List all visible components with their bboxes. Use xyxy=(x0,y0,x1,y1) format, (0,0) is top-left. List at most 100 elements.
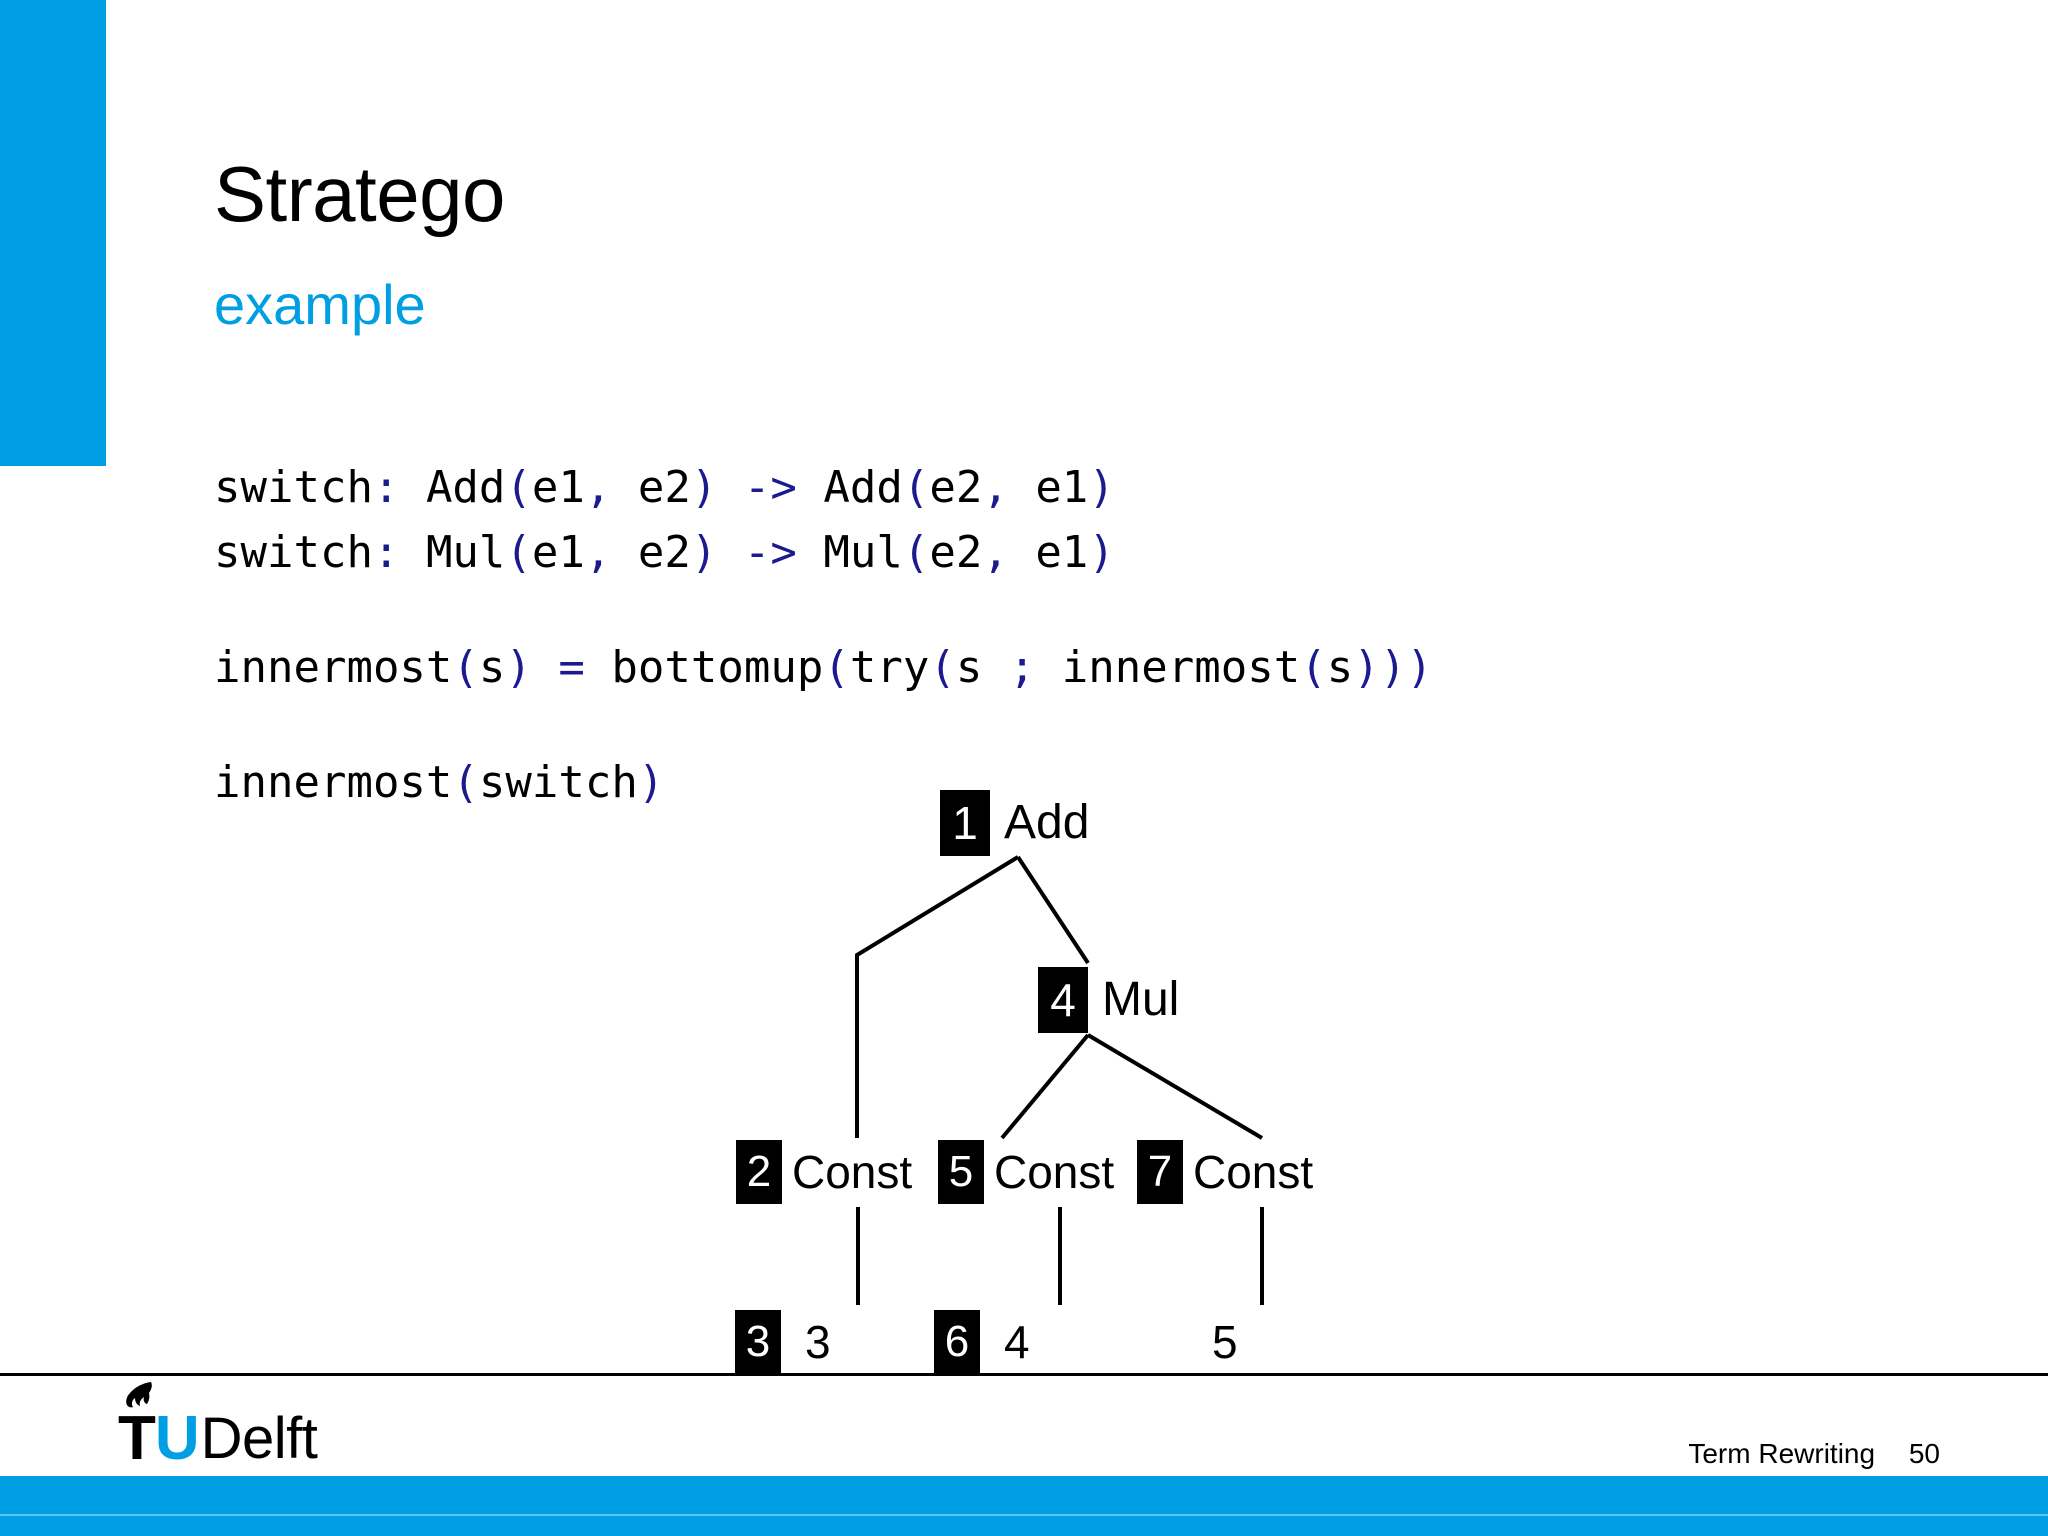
footer-section: Term Rewriting xyxy=(1688,1438,1876,1469)
code-token: e2 xyxy=(611,527,691,578)
tree-node-add: 1 Add xyxy=(940,790,1089,856)
code-token: e2 xyxy=(929,527,983,578)
code-token: innermost xyxy=(214,757,453,808)
tree-node-label: Add xyxy=(1004,796,1090,849)
code-token: , xyxy=(584,527,612,578)
code-token: ) xyxy=(690,527,718,578)
tudelft-logo: TU Delft xyxy=(118,1382,318,1471)
code-token: ( xyxy=(823,642,850,693)
code-token: ( xyxy=(929,642,956,693)
tree-node-badge: 1 xyxy=(940,790,990,856)
code-line-rule-mul: switch: Mul(e1, e2) -> Mul(e2, e1) xyxy=(214,520,1433,585)
code-token: ; xyxy=(1008,642,1036,693)
tree-node-badge: 7 xyxy=(1137,1140,1183,1204)
code-token: Add xyxy=(796,462,903,513)
code-token: , xyxy=(982,462,1009,513)
tree-node-badge: 5 xyxy=(938,1140,984,1204)
tree-node-badge: 4 xyxy=(1038,967,1088,1033)
tree-edge-mul-to-const-c xyxy=(1086,1033,1264,1140)
code-token: e1 xyxy=(531,527,585,578)
logo-letter-t: T xyxy=(118,1404,156,1473)
footer-bar xyxy=(0,1476,2048,1536)
code-token: innermost xyxy=(214,642,453,693)
code-token: s xyxy=(955,642,1009,693)
tree-node-label: Const xyxy=(1193,1146,1314,1198)
code-token: -> xyxy=(743,527,797,578)
footer-text: Term Rewriting 50 xyxy=(1688,1438,1940,1470)
tree-node-label: 3 xyxy=(805,1316,831,1368)
code-token: e1 xyxy=(1008,527,1089,578)
code-token: Mul xyxy=(399,527,506,578)
flame-icon xyxy=(126,1382,152,1408)
code-token: ( xyxy=(505,527,532,578)
tree-edge-mul-to-const-b xyxy=(1000,1033,1090,1140)
footer-bar-line xyxy=(0,1514,2048,1516)
code-token: switch xyxy=(214,462,373,513)
code-token: ) xyxy=(637,757,665,808)
code-token xyxy=(532,642,559,693)
code-token: = xyxy=(558,642,585,693)
code-token: s xyxy=(478,642,506,693)
code-line-rule-add: switch: Add(e1, e2) -> Add(e2, e1) xyxy=(214,455,1433,520)
code-token: ) xyxy=(505,642,532,693)
code-token: innermost xyxy=(1035,642,1301,693)
footer-divider xyxy=(0,1373,2048,1376)
code-token: , xyxy=(584,462,612,513)
code-token: Mul xyxy=(796,527,903,578)
code-token: : xyxy=(372,527,400,578)
code-token: ( xyxy=(1300,642,1327,693)
code-line-def-innermost: innermost(s) = bottomup(try(s ; innermos… xyxy=(214,635,1433,700)
code-token: try xyxy=(849,642,930,693)
code-token: ) xyxy=(1088,462,1115,513)
code-line-blank-1 xyxy=(214,585,1433,635)
tree-node-mul: 4 Mul xyxy=(1038,967,1179,1033)
page-title: Stratego xyxy=(214,150,505,238)
code-token: -> xyxy=(743,462,797,513)
tree-node-label: 5 xyxy=(1212,1316,1238,1368)
tree-node-badge: 6 xyxy=(934,1310,980,1374)
code-line-blank-2 xyxy=(214,700,1433,750)
code-token: e1 xyxy=(1008,462,1089,513)
tree-node-leaf-5: 5 xyxy=(1212,1310,1238,1374)
code-token: ) xyxy=(1088,527,1115,578)
code-token: ( xyxy=(902,462,930,513)
code-token: ( xyxy=(452,757,479,808)
logo-tu: TU xyxy=(118,1382,200,1470)
logo-letter-u: U xyxy=(154,1404,200,1473)
tree-node-badge: 2 xyxy=(736,1140,782,1204)
tree-node-label: Mul xyxy=(1102,973,1180,1026)
code-token: ))) xyxy=(1353,642,1433,693)
tree-node-label: 4 xyxy=(1004,1316,1030,1368)
tree-node-label: Const xyxy=(792,1146,913,1198)
code-block: switch: Add(e1, e2) -> Add(e2, e1)switch… xyxy=(214,455,1433,815)
code-token: switch xyxy=(214,527,373,578)
code-token: bottomup xyxy=(584,642,824,693)
tree-node-badge: 3 xyxy=(735,1310,781,1374)
footer-page-number: 50 xyxy=(1908,1438,1940,1469)
accent-block xyxy=(0,0,106,466)
code-token: s xyxy=(1326,642,1354,693)
code-token: : xyxy=(372,462,400,513)
code-token xyxy=(717,527,744,578)
code-token: e2 xyxy=(611,462,691,513)
code-token: Add xyxy=(399,462,506,513)
tree-edge-add-to-const-a xyxy=(855,855,1020,1138)
code-token: e2 xyxy=(929,462,983,513)
code-token: ( xyxy=(505,462,532,513)
code-token xyxy=(717,462,744,513)
code-token: ( xyxy=(902,527,930,578)
code-token: ( xyxy=(452,642,479,693)
tree-edge-add-to-mul xyxy=(1016,855,1090,965)
logo-word-delft: Delft xyxy=(200,1406,318,1471)
code-line-call-innermost-switch: innermost(switch) xyxy=(214,750,1433,815)
code-token: ) xyxy=(690,462,718,513)
page-subtitle: example xyxy=(214,273,426,336)
tree-node-label: Const xyxy=(994,1146,1115,1198)
code-token: e1 xyxy=(531,462,585,513)
